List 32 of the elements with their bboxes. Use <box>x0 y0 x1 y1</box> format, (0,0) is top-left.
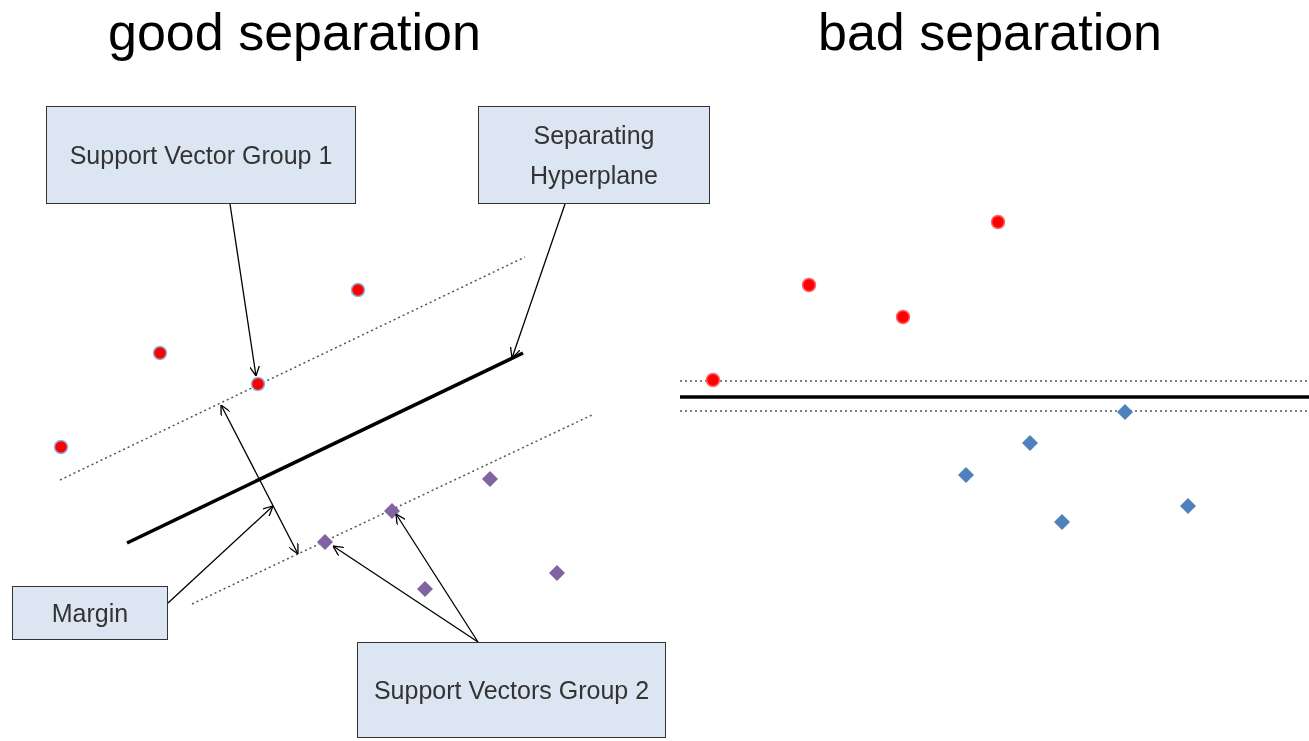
panel-title: bad separation <box>818 2 1163 62</box>
callout-box <box>478 106 710 204</box>
callout-box <box>12 586 168 640</box>
hyperplane-line <box>126 351 524 545</box>
diamond-marker <box>417 581 433 597</box>
diamond-marker <box>549 565 565 581</box>
callout-text: Separating Hyperplane <box>529 120 659 191</box>
circle-marker <box>705 372 721 388</box>
callout-text: Support Vector Group 1 <box>69 140 333 171</box>
circle-marker <box>801 277 817 293</box>
circle-marker <box>53 439 69 455</box>
diamond-marker <box>317 534 333 550</box>
callout-box <box>357 642 666 738</box>
leader-line <box>167 505 274 604</box>
circle-marker <box>895 309 911 325</box>
leader-line <box>509 203 566 359</box>
panel-title: good separation <box>108 2 481 62</box>
diamond-marker <box>1180 498 1196 514</box>
diamond-marker <box>1022 435 1038 451</box>
circle-marker <box>350 282 366 298</box>
leader-line <box>229 203 261 377</box>
callout-text: Support Vectors Group 2 <box>373 675 650 706</box>
leader-line <box>395 513 479 643</box>
callout-text: Margin <box>51 598 129 629</box>
diamond-marker <box>1117 404 1133 420</box>
diamond-marker <box>958 467 974 483</box>
circle-marker <box>990 214 1006 230</box>
diamond-marker <box>1054 514 1070 530</box>
callout-box <box>46 106 356 204</box>
circle-marker <box>152 345 168 361</box>
dimension-line <box>220 404 299 555</box>
leader-line <box>332 545 479 643</box>
